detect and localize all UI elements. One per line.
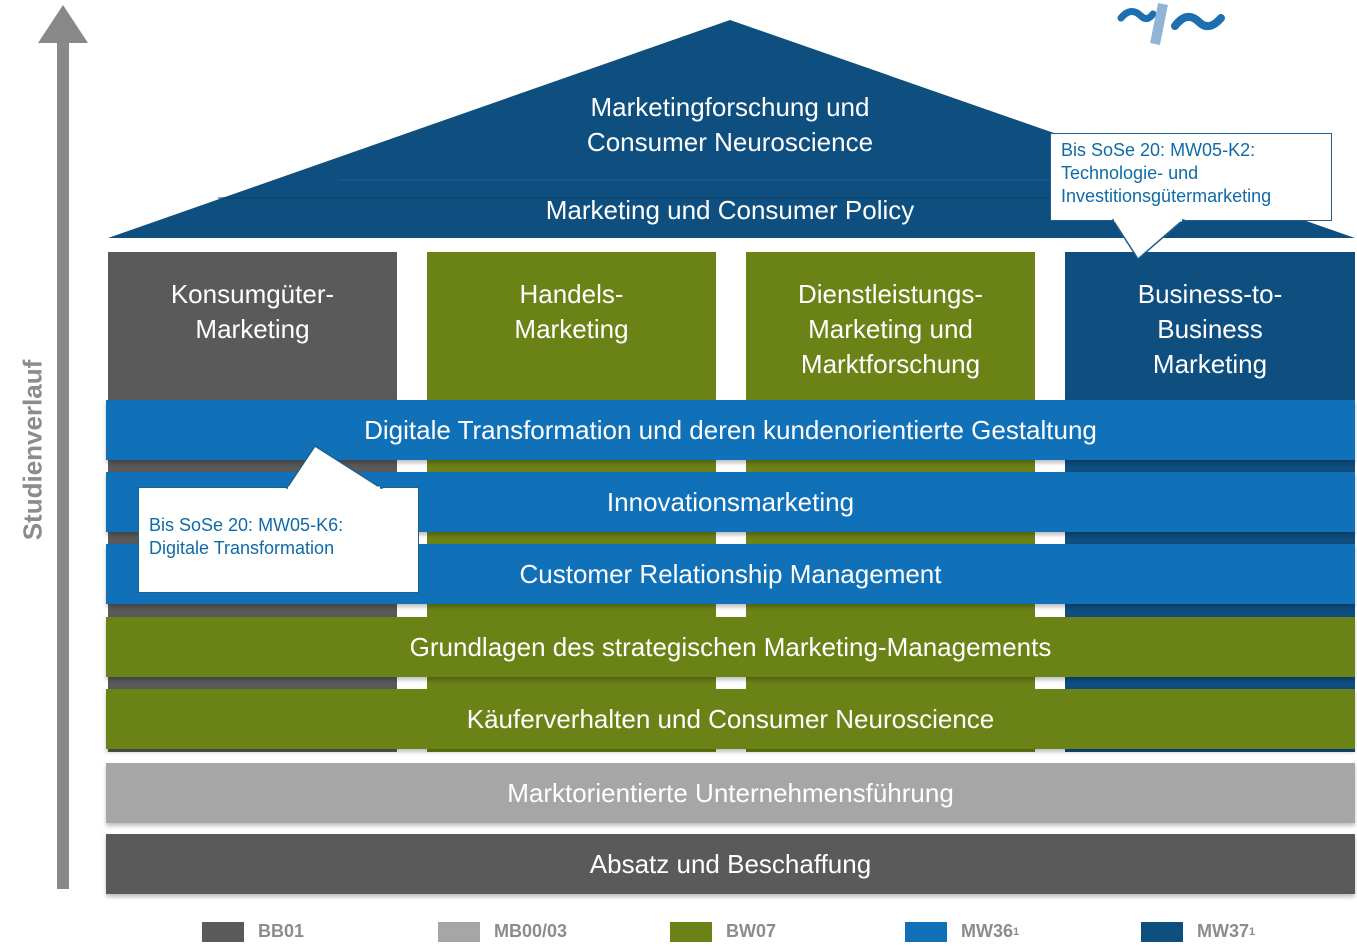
callout-digital: Bis SoSe 20: MW05-K6: Digitale Transform… <box>138 487 419 593</box>
pillar-label: Marketing <box>195 314 310 344</box>
band-strategisches-marketing: Grundlagen des strategischen Marketing-M… <box>106 617 1355 677</box>
pillar-label: Business-to- <box>1137 279 1283 309</box>
legend-item-bb01: BB01 <box>202 921 304 942</box>
legend-swatch <box>905 921 947 942</box>
band-kaeuferverhalten: Käuferverhalten und Consumer Neuroscienc… <box>106 689 1355 749</box>
legend-swatch <box>438 921 480 942</box>
band-absatz-beschaffung: Absatz und Beschaffung <box>106 834 1355 894</box>
pillar-label: Marketing <box>1152 349 1268 379</box>
callout-line: Digitale Transformation <box>149 538 335 558</box>
pillar-label: Marketing und <box>808 314 973 344</box>
roof-title-line: Marketingforschung und <box>590 92 870 122</box>
legend-swatch <box>1141 921 1183 942</box>
callout-line: Bis SoSe 20: MW05-K2: <box>1061 140 1256 160</box>
legend-swatch <box>202 921 244 942</box>
pillar-label: Konsumgüter- <box>170 279 335 309</box>
legend-label: MW37 <box>1197 921 1250 941</box>
legend-label: MB00/03 <box>494 921 568 941</box>
legend-label: BW07 <box>726 921 777 941</box>
callout-line: Bis SoSe 20: MW05-K6: <box>149 515 344 535</box>
callout-line: Investitionsgütermarketing <box>1061 186 1272 206</box>
pillar-label: Marktforschung <box>800 349 981 379</box>
progress-arrow-shaft <box>57 36 69 889</box>
pillar-label: Dienstleistungs- <box>798 279 983 309</box>
pillar-label: Marketing <box>514 314 629 344</box>
band-marktorientierte-unternehmensfuehrung: Marktorientierte Unternehmensführung <box>106 763 1355 823</box>
pillar-label: Handels- <box>519 279 624 309</box>
callout-digital-pointer <box>285 445 384 489</box>
legend-footnote: 1 <box>1249 925 1256 938</box>
callout-line: Technologie- und <box>1061 163 1199 183</box>
legend-item-mb00: MB00/03 <box>438 921 567 942</box>
legend-footnote: 1 <box>1013 925 1020 938</box>
legend-swatch <box>670 921 712 942</box>
legend-label: BB01 <box>258 921 305 941</box>
legend-item-bw07: BW07 <box>670 921 776 942</box>
roof-policy: Marketing und Consumer Policy <box>545 195 915 225</box>
roof-title: Marketingforschung und Consumer Neurosci… <box>430 90 1030 160</box>
callout-b2b: Bis SoSe 20: MW05-K2: Technologie- und I… <box>1050 133 1332 221</box>
university-logo <box>1117 3 1225 45</box>
pillar-label: Business <box>1157 314 1263 344</box>
roof-title-line: Consumer Neuroscience <box>586 127 874 157</box>
legend-label: MW36 <box>961 921 1014 941</box>
callout-b2b-pointer <box>1111 219 1186 261</box>
